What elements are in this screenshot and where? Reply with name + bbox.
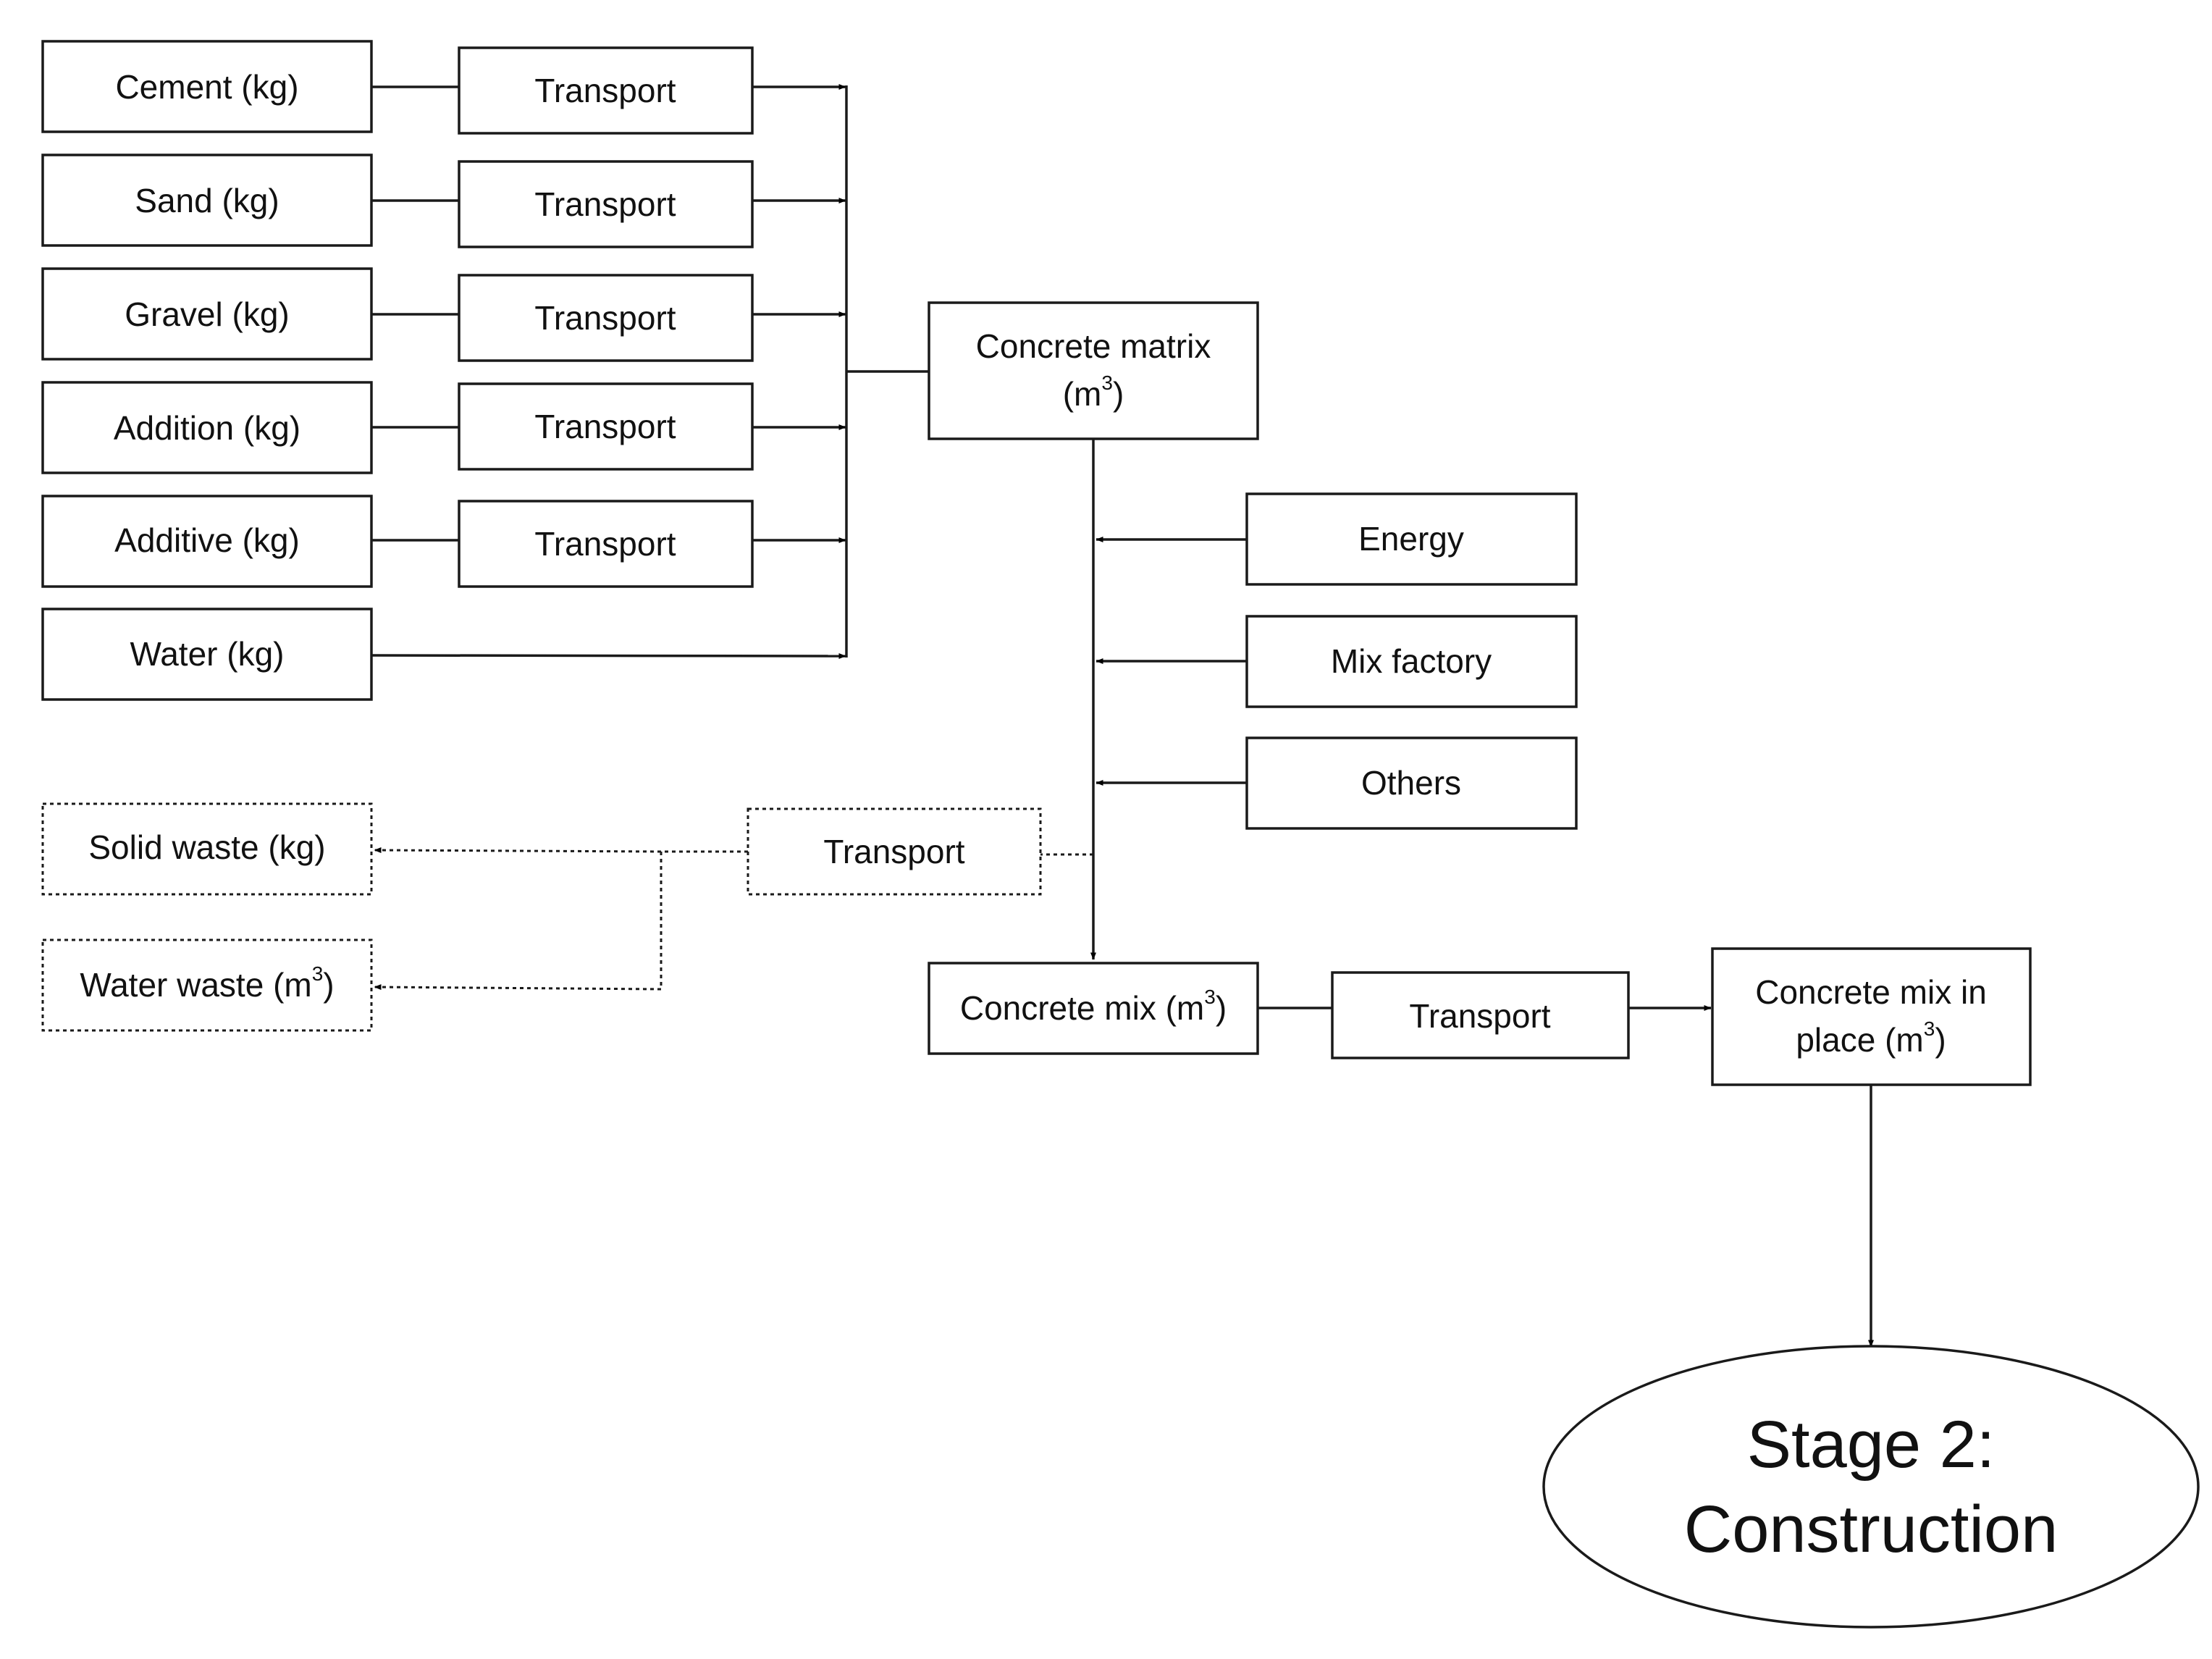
stage-2-ellipse (1542, 1345, 2200, 1629)
arrow-water-collector (371, 652, 846, 659)
concrete-mix-in-place: Concrete mix in place (m3) (1711, 947, 2032, 1086)
transport-mix-label: Transport (1409, 997, 1550, 1035)
arrow-to-water-waste (374, 984, 662, 991)
transport-mix-box (1331, 971, 1630, 1059)
input-others: Others (1245, 736, 1578, 830)
input-energy-box (1245, 492, 1578, 586)
transport-addition-label: Transport (534, 408, 676, 445)
concrete-matrix-line2: (m3) (1063, 371, 1124, 413)
water-waste-label-prefix: Water waste (m (80, 966, 311, 1004)
output-water-waste: Water waste (m3) (41, 938, 373, 1032)
input-additive: Additive (kg) (41, 495, 373, 588)
output-solid-waste-label: Solid waste (kg) (88, 828, 325, 866)
input-energy-label: Energy (1358, 520, 1464, 558)
transport-cement-box (458, 46, 754, 135)
concrete-mix-label-prefix: Concrete mix (m (960, 989, 1204, 1027)
transport-cement-label: Transport (534, 72, 676, 109)
concrete-mix-in-place-box (1711, 947, 2032, 1086)
concrete-matrix-box (928, 301, 1259, 440)
transport-waste: Transport (747, 807, 1042, 896)
input-additive-box (41, 495, 373, 588)
input-gravel: Gravel (kg) (41, 267, 373, 361)
in-place-label-suffix: ) (1935, 1021, 1946, 1059)
input-cement-box (41, 40, 373, 133)
transport-addition: Transport (458, 382, 754, 471)
concrete-mix-unit-exponent: 3 (1204, 986, 1216, 1008)
input-water-label: Water (kg) (130, 635, 285, 673)
concrete-matrix-unit-exponent: 3 (1101, 371, 1113, 394)
transport-gravel-label: Transport (534, 299, 676, 337)
transport-cement: Transport (458, 46, 754, 135)
input-gravel-label: Gravel (kg) (125, 295, 289, 333)
concrete-mix-in-place-line1: Concrete mix in (1755, 973, 1987, 1011)
input-mix-factory: Mix factory (1245, 615, 1578, 708)
transport-additive-box (458, 500, 754, 588)
concrete-mix: Concrete mix (m3) (928, 962, 1259, 1055)
concrete-mix-label: Concrete mix (m3) (960, 986, 1227, 1028)
output-solid-waste-box (41, 802, 373, 896)
stage-2-subtitle: Construction (1684, 1492, 2058, 1566)
input-gravel-box (41, 267, 373, 361)
concrete-matrix-line1: Concrete matrix (976, 327, 1211, 365)
water-waste-unit-exponent: 3 (312, 962, 324, 985)
concrete-matrix-unit-prefix: (m (1063, 375, 1102, 413)
input-addition: Addition (kg) (41, 381, 373, 474)
transport-sand: Transport (458, 160, 754, 248)
input-sand-label: Sand (kg) (135, 182, 279, 219)
input-sand: Sand (kg) (41, 154, 373, 247)
concrete-mix-in-place-line2: place (m3) (1796, 1017, 1946, 1059)
input-water-box (41, 608, 373, 701)
output-water-waste-box (41, 938, 373, 1032)
concrete-mix-box (928, 962, 1259, 1055)
transport-additive-label: Transport (534, 525, 676, 563)
input-mix-factory-label: Mix factory (1331, 642, 1492, 680)
transport-addition-box (458, 382, 754, 471)
input-cement: Cement (kg) (41, 40, 373, 133)
concrete-matrix: Concrete matrix (m3) (928, 301, 1259, 440)
transport-waste-box (747, 807, 1042, 896)
transport-waste-label: Transport (823, 833, 964, 870)
input-water: Water (kg) (41, 608, 373, 701)
in-place-label-prefix: place (m (1796, 1021, 1923, 1059)
transport-gravel: Transport (458, 274, 754, 362)
input-additive-label: Additive (kg) (114, 521, 300, 559)
in-place-unit-exponent: 3 (1924, 1017, 1935, 1040)
concrete-matrix-unit-suffix: ) (1113, 375, 1124, 413)
input-sand-box (41, 154, 373, 247)
stage-2-title: Stage 2: (1747, 1408, 1996, 1482)
arrow-to-solid-waste (374, 847, 662, 854)
input-cement-label: Cement (kg) (115, 68, 298, 106)
input-energy: Energy (1245, 492, 1578, 586)
input-others-label: Others (1361, 764, 1461, 802)
transport-gravel-box (458, 274, 754, 362)
transport-mix: Transport (1331, 971, 1630, 1059)
transport-additive: Transport (458, 500, 754, 588)
concrete-mix-label-suffix: ) (1216, 989, 1227, 1027)
output-water-waste-label: Water waste (m3) (80, 962, 334, 1004)
input-addition-label: Addition (kg) (114, 409, 300, 447)
water-waste-label-suffix: ) (323, 966, 334, 1004)
transport-sand-label: Transport (534, 185, 676, 223)
transport-sand-box (458, 160, 754, 248)
output-solid-waste: Solid waste (kg) (41, 802, 373, 896)
stage-2-construction: Stage 2: Construction (1542, 1345, 2200, 1629)
